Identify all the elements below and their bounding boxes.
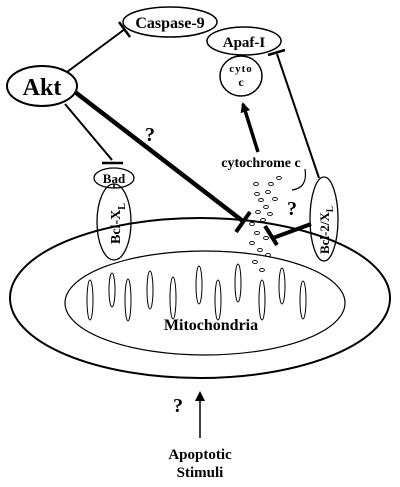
- akt-mitochondria-bar: [234, 210, 252, 234]
- question-mark-stimuli: ?: [173, 395, 183, 417]
- mitochondrion-outer-membrane: [9, 217, 391, 379]
- bad-label: Bad: [103, 171, 126, 186]
- caspase9-label: Caspase-9: [135, 15, 204, 32]
- bcl2xl-apaf1-edge: [276, 53, 320, 179]
- akt-bad-edge: [64, 103, 113, 161]
- question-mark-bcl2: ?: [287, 198, 297, 220]
- cytochrome-release-arrow: [240, 102, 260, 153]
- bcl2xl-label: Bcl-2/XL: [317, 206, 335, 254]
- bclxl-left-label: Bcl-XL: [109, 203, 128, 244]
- caspase9-inhibition-bar: [117, 21, 132, 38]
- mitochondria-label: Mitochondria: [164, 317, 258, 334]
- cytochrome-c-molecules: [249, 175, 282, 273]
- mitochondrion-inner-membrane: [64, 250, 346, 356]
- bcl2xl-mitochondria-edge: [272, 222, 312, 240]
- bcl2xl-mitochondria-bar: [263, 224, 279, 247]
- cytoc-label-bottom: c: [238, 75, 244, 89]
- akt-mitochondria-edge: [73, 90, 246, 224]
- cytochrome-c-bracket: [291, 168, 307, 191]
- apaf1-label: Apaf-I: [223, 35, 266, 51]
- caspase9-node: [122, 6, 218, 38]
- apoptotic-label-line2: Stimuli: [177, 465, 224, 481]
- akt-node: [6, 65, 78, 107]
- bcl2xl-node: [309, 176, 339, 262]
- apaf1-node: [206, 26, 282, 56]
- apaf1-inhibition-bar: [267, 48, 286, 57]
- cytochrome-c-label: cytochrome c: [221, 156, 300, 171]
- akt-caspase9-edge: [66, 28, 126, 73]
- cytoc-node: [219, 55, 263, 97]
- apoptotic-label-line1: Apoptotic: [168, 447, 232, 463]
- cytoc-label-top: cyto: [229, 63, 253, 75]
- question-mark-akt-mito: ?: [145, 124, 155, 146]
- cristae: [86, 263, 307, 322]
- akt-label: Akt: [23, 75, 62, 101]
